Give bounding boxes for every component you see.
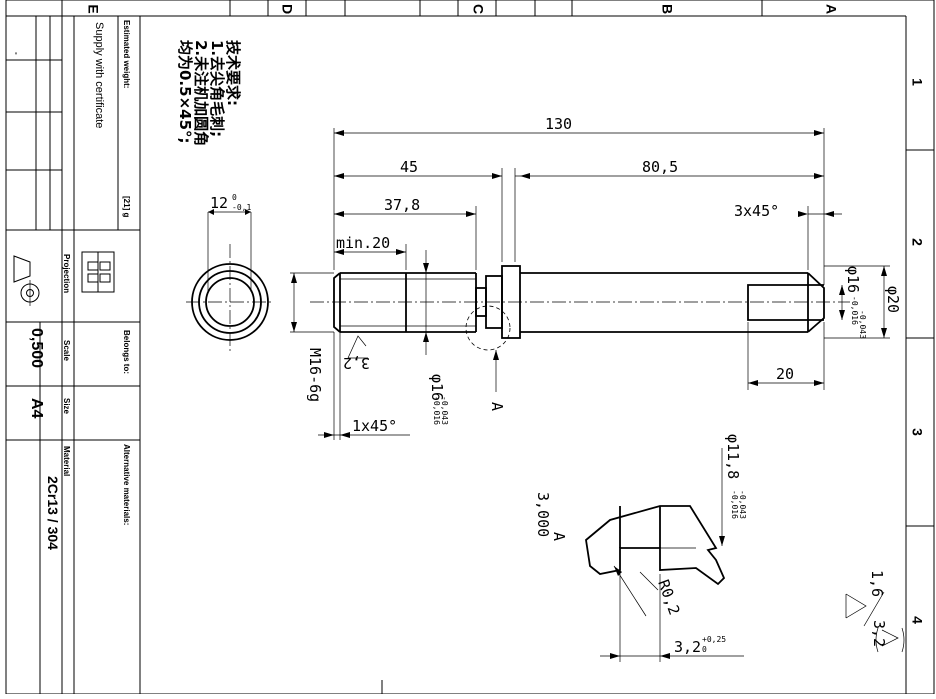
dim-min-20: min.20: [336, 234, 390, 252]
zone-row-3: 3: [909, 428, 925, 436]
zone-row-2: 2: [909, 238, 925, 246]
detail-a-callout: A: [488, 402, 506, 411]
corner-mark: -: [12, 52, 21, 55]
projection-label: Projection: [62, 254, 71, 293]
detail-groove-tol-upper: +0,25: [702, 635, 726, 644]
detail-dia-tol-upper: -0,016: [730, 490, 739, 519]
scale-value: 0,500: [28, 328, 45, 368]
part-logo-icon: [81, 251, 115, 293]
zone-col-b: B: [659, 4, 675, 14]
side-view-dimensions: 130 45 80,5 37,8 min.20 3x45°: [290, 115, 902, 440]
end-view-tol-lower: -0,1: [232, 203, 251, 212]
belongs-to-label: Belongs to:: [122, 330, 131, 374]
surface-finish-1-6: 1,6: [868, 570, 886, 597]
projection-symbol-icon: [13, 255, 40, 306]
detail-groove-tol-lower: 0: [702, 645, 707, 654]
dim-dia-16-mid: φ16: [428, 374, 446, 401]
dim-45: 45: [400, 158, 418, 176]
sheet-frame: [5, 0, 935, 695]
detail-radius: R0,2: [654, 577, 683, 617]
notes-line-1: 1.去尖角毛刺;: [208, 40, 226, 137]
title-block: Estimated weight: [21] g Supply with cer…: [6, 15, 141, 694]
zone-col-e: E: [85, 4, 101, 13]
roughness-3-2-side: 3,2: [343, 354, 370, 372]
surface-finish-general: 1,6 3,2: [845, 570, 905, 653]
scale-label: Scale: [62, 340, 71, 361]
detail-a-label: A: [550, 532, 568, 541]
notes-line-2: 2.未注机加圆角: [192, 40, 210, 146]
zone-row-4: 4: [909, 616, 925, 624]
zone-col-a: A: [823, 4, 839, 14]
dim-80-5: 80,5: [642, 158, 678, 176]
size-value: A4: [28, 398, 45, 419]
end-view-tol-upper: 0: [232, 193, 237, 202]
weight-value: [21] g: [122, 196, 131, 217]
detail-dia-tol-lower: -0,043: [738, 490, 747, 519]
notes-line-3: 均为0.5×45°;: [176, 40, 194, 144]
dim-20: 20: [776, 365, 794, 383]
detail-dia-11-8: φ11,8: [724, 434, 742, 479]
dim-chamfer-1x45: 1x45°: [352, 417, 397, 435]
dim-dia-16-right-tol-lower: -0,043: [858, 310, 867, 339]
detail-a-view: A 3,000 φ11,8 -0,016 -0,043 R0,2 3,2 +0,…: [534, 434, 747, 662]
end-view-dim-12: 12: [210, 194, 228, 212]
alternative-materials-label: Alternative materials:: [122, 444, 131, 525]
end-view: 12 0 -0,1: [186, 193, 274, 352]
dim-dia-16-mid-tol-upper: -0,016: [432, 396, 441, 425]
dim-dia-16-mid-tol-lower: -0,043: [440, 396, 449, 425]
dim-chamfer-3x45: 3x45°: [734, 202, 779, 220]
dim-dia-20: φ20: [884, 286, 902, 313]
estimated-weight-label: Estimated weight:: [122, 20, 131, 88]
detail-a-scale: 3,000: [534, 492, 552, 537]
dim-thread-m16: M16-6g: [306, 348, 324, 402]
surface-finish-3-2: 3,2: [870, 620, 888, 647]
shaft-side-view: [310, 265, 850, 351]
material-value: 2Cr13 / 304: [45, 476, 61, 550]
dim-dia-16-right-tol-upper: -0,016: [850, 296, 859, 325]
zone-labels: E D C B A 1 2 3 4: [85, 4, 925, 624]
notes-title: 技术要求:: [224, 40, 242, 106]
zone-col-d: D: [279, 4, 295, 14]
dim-130: 130: [545, 115, 572, 133]
zone-row-1: 1: [909, 78, 925, 86]
detail-groove-width: 3,2: [674, 638, 701, 656]
material-label: Material: [62, 446, 71, 476]
supply-with-certificate: Supply with certificate: [93, 22, 105, 128]
zone-col-c: C: [470, 4, 486, 14]
size-label: Size: [62, 398, 71, 415]
dim-dia-16-right: φ16: [844, 266, 862, 293]
technical-notes: 技术要求: 1.去尖角毛刺; 2.未注机加圆角 均为0.5×45°;: [176, 40, 242, 146]
dim-37-8: 37,8: [384, 196, 420, 214]
